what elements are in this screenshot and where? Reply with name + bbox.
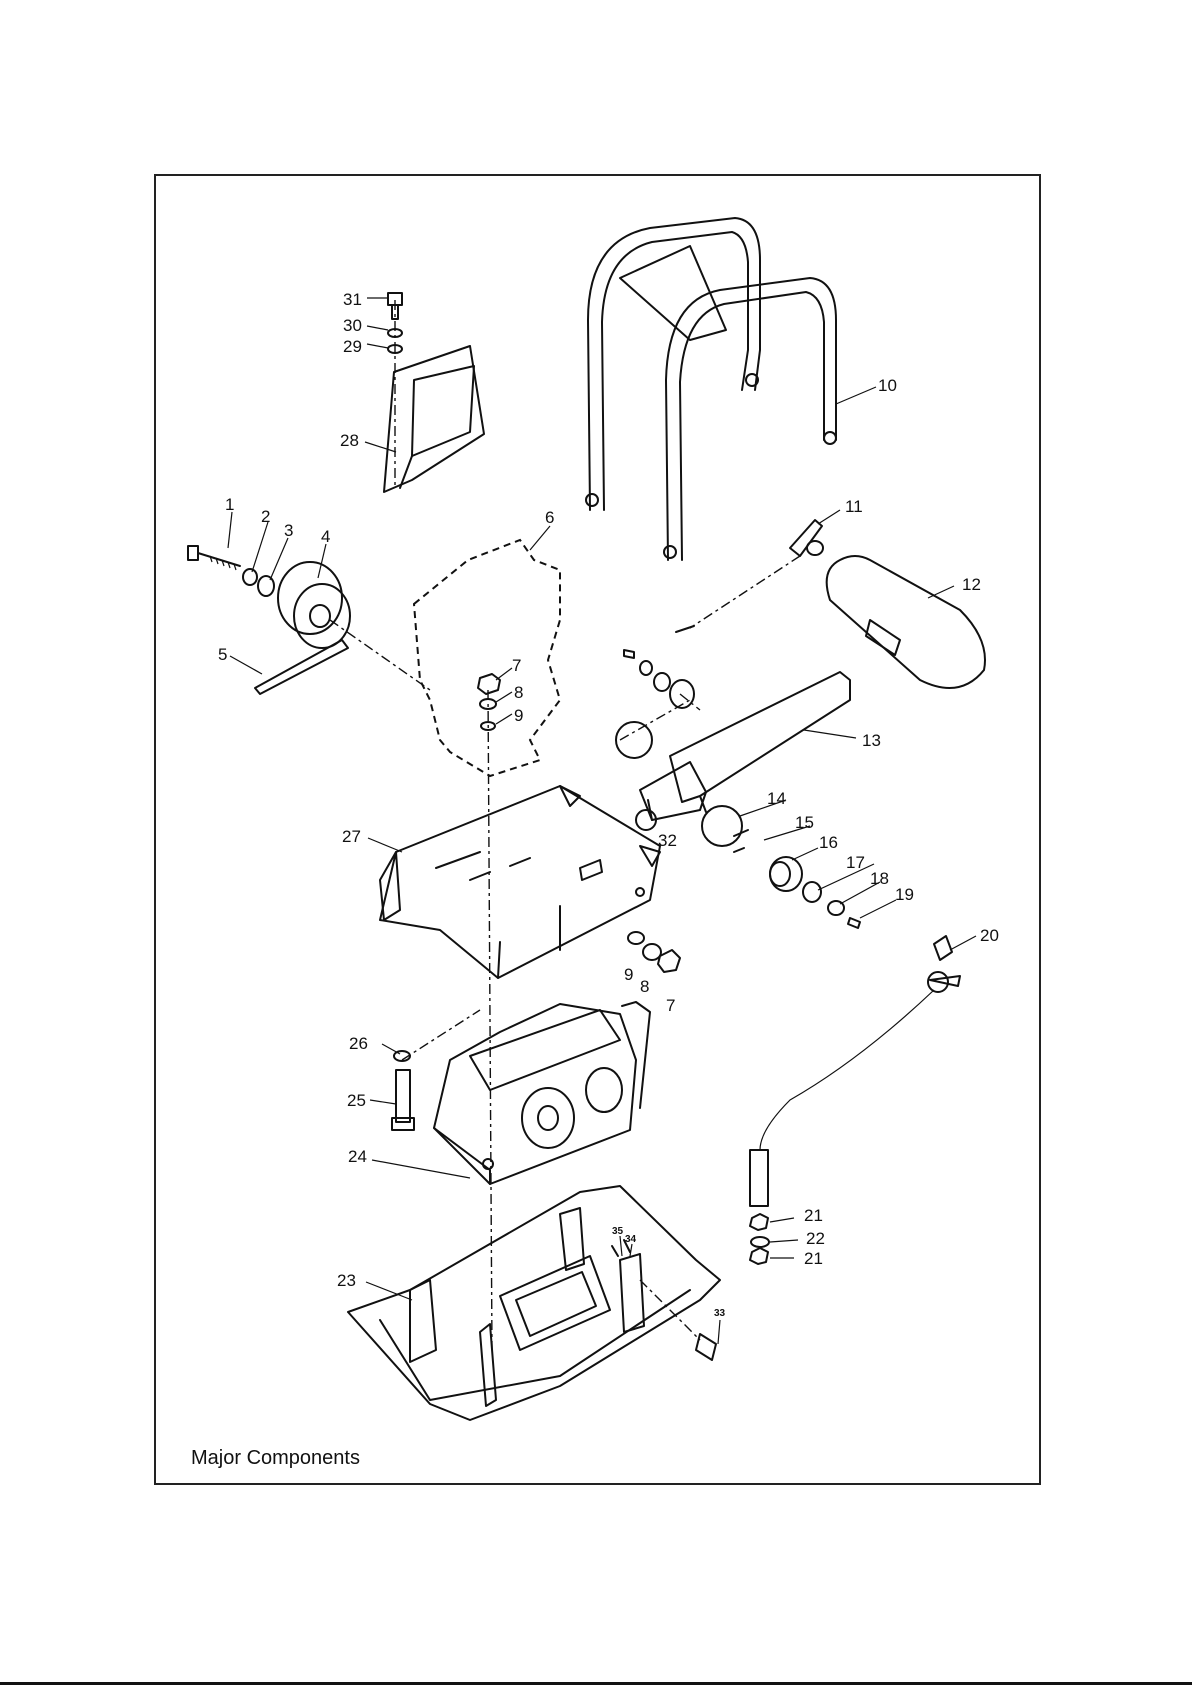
callout-11: 11 xyxy=(845,497,863,516)
callout-17: 17 xyxy=(846,853,865,872)
engine-outline xyxy=(414,540,560,776)
callout-15: 15 xyxy=(795,813,814,832)
callout-25: 25 xyxy=(347,1091,366,1110)
base-plate xyxy=(348,1186,720,1420)
callout-7-upper: 7 xyxy=(512,656,521,675)
pulley-assembly xyxy=(188,546,430,694)
callout-1: 1 xyxy=(225,495,234,514)
callout-26: 26 xyxy=(349,1034,368,1053)
throttle-cable xyxy=(750,936,960,1264)
callout-24: 24 xyxy=(348,1147,367,1166)
exciter-unit xyxy=(434,1002,650,1184)
belt-guard-assembly xyxy=(384,293,484,492)
callout-35: 35 xyxy=(612,1226,624,1237)
callout-28: 28 xyxy=(340,431,359,450)
callout-6: 6 xyxy=(545,508,554,527)
callout-9-lower: 9 xyxy=(624,965,633,984)
callout-27: 27 xyxy=(342,827,361,846)
callout-32: 32 xyxy=(658,831,677,850)
callout-2: 2 xyxy=(261,507,270,526)
callout-5: 5 xyxy=(218,645,227,664)
exciter-bolt xyxy=(392,1010,480,1130)
chassis-arm xyxy=(616,650,850,846)
callout-22: 22 xyxy=(806,1229,825,1248)
leader-lines xyxy=(228,298,976,1344)
callout-7-lower: 7 xyxy=(666,996,675,1015)
callout-4: 4 xyxy=(321,527,330,546)
callout-31: 31 xyxy=(343,290,362,309)
callout-14: 14 xyxy=(767,789,786,808)
callout-12: 12 xyxy=(962,575,981,594)
callout-8-lower: 8 xyxy=(640,977,649,996)
callout-16: 16 xyxy=(819,833,838,852)
callout-34: 34 xyxy=(625,1234,637,1245)
callout-33: 33 xyxy=(714,1308,726,1319)
callout-8-upper: 8 xyxy=(514,683,523,702)
callout-3: 3 xyxy=(284,521,293,540)
isolator-hardware xyxy=(636,810,860,928)
callout-29: 29 xyxy=(343,337,362,356)
callout-20: 20 xyxy=(980,926,999,945)
callout-23: 23 xyxy=(337,1271,356,1290)
callout-30: 30 xyxy=(343,316,362,335)
diagram-caption: Major Components xyxy=(191,1447,360,1470)
callout-10: 10 xyxy=(878,376,897,395)
throttle-lever xyxy=(676,520,823,632)
callout-9-upper: 9 xyxy=(514,706,523,725)
callout-18: 18 xyxy=(870,869,889,888)
plate-mount-hardware xyxy=(628,932,680,972)
handle xyxy=(586,218,836,560)
callout-labels: 31 30 29 28 10 1 2 3 4 5 6 7 8 9 11 12 1… xyxy=(218,290,999,1319)
mounting-plate xyxy=(380,786,660,978)
callout-21-b: 21 xyxy=(804,1249,823,1268)
callout-13: 13 xyxy=(862,731,881,750)
callout-21-a: 21 xyxy=(804,1206,823,1225)
callout-19: 19 xyxy=(895,885,914,904)
